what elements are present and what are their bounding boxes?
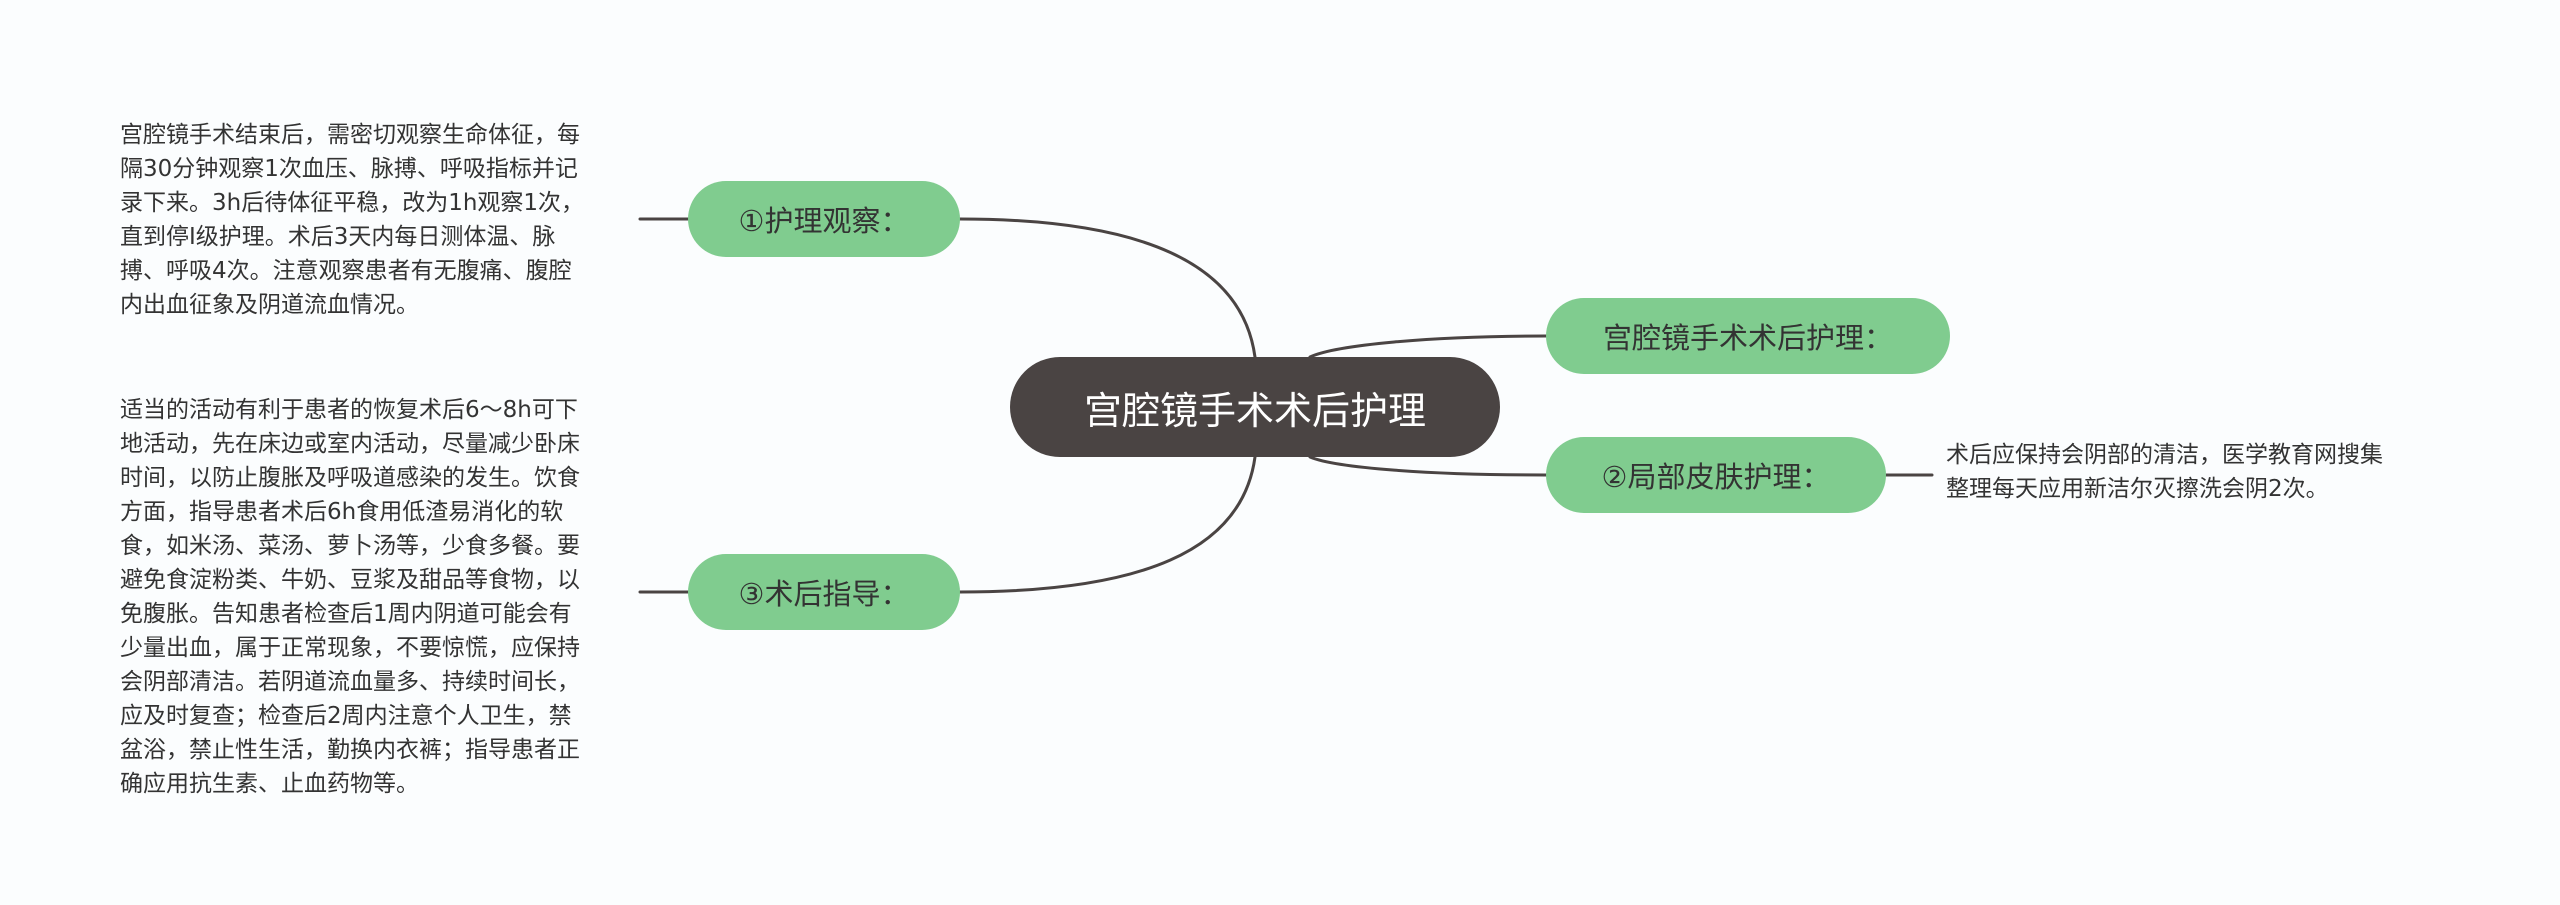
link-root-to-guidance bbox=[958, 455, 1257, 594]
link-root-to-skin-care bbox=[1308, 455, 1548, 477]
note-local-skin-care[interactable]: 术后应保持会阴部的清洁，医学教育网搜集 整理每天应用新洁尔灭擦洗会阴2次。 bbox=[1946, 442, 2383, 502]
link-root-to-observation bbox=[958, 217, 1257, 359]
branch-postoperative-guidance[interactable]: ③术后指导： bbox=[688, 554, 960, 630]
note-nursing-observation[interactable]: 宫腔镜手术结束后，需密切观察生命体征，每 隔30分钟观察1次血压、脉搏、呼吸指标… bbox=[120, 122, 585, 318]
branch-local-skin-care[interactable]: ②局部皮肤护理： bbox=[1546, 437, 1886, 513]
note-postoperative-guidance[interactable]: 适当的活动有利于患者的恢复术后6～8h可下 地活动，先在床边或室内活动，尽量减少… bbox=[120, 397, 580, 797]
branch-nursing-observation[interactable]: ①护理观察： bbox=[688, 181, 960, 257]
branch-title-repeat[interactable]: 宫腔镜手术术后护理： bbox=[1546, 298, 1950, 374]
link-root-to-title-branch bbox=[1308, 334, 1548, 359]
root-topic[interactable]: 宫腔镜手术术后护理 bbox=[1010, 357, 1500, 457]
